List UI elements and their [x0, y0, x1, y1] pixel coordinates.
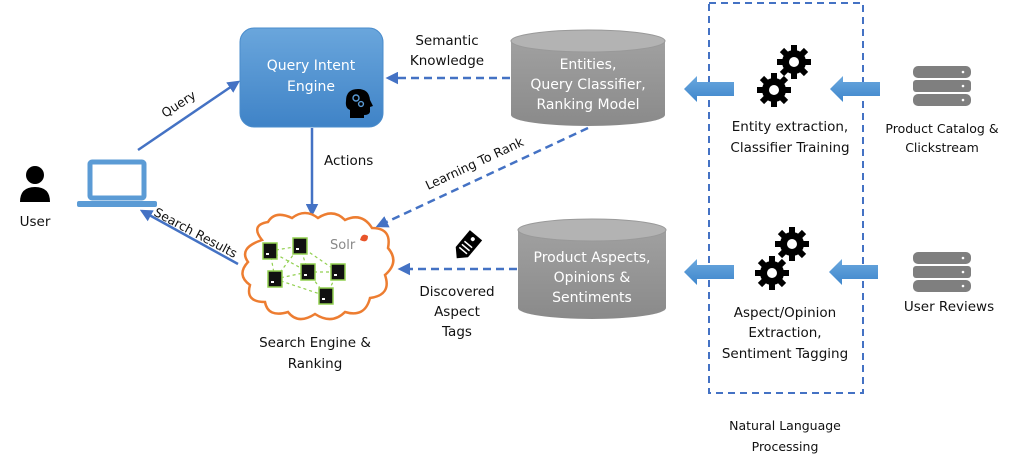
nlp-title-line1: Natural Language [729, 418, 841, 433]
models-datastore: Entities, Query Classifier, Ranking Mode… [510, 29, 666, 126]
aspects-datastore: Product Aspects, Opinions & Sentiments [517, 218, 667, 319]
database-icon [913, 66, 971, 106]
server-node [300, 263, 316, 281]
aspects-store-line2: Opinions & [554, 270, 631, 286]
query-intent-engine: Query Intent Engine [239, 27, 384, 128]
aspect-extraction-line3: Sentiment Tagging [722, 346, 848, 362]
nlp-title-line2: Processing [752, 439, 819, 454]
query-label: Query [158, 87, 199, 121]
search-results-label: Search Results [152, 204, 240, 260]
models-store-line2: Query Classifier, [530, 77, 645, 93]
tag-icon [455, 230, 483, 259]
user-reviews-label: User Reviews [904, 299, 994, 315]
user-icon [20, 166, 50, 202]
server-node [267, 270, 283, 288]
aspect-extraction-line2: Extraction, [748, 325, 821, 341]
query-arrow [137, 80, 241, 152]
entity-extraction-line2: Classifier Training [730, 140, 849, 156]
aspect-tags-label-line1: Discovered [419, 284, 494, 300]
aspect-tags-label-line3: Tags [441, 324, 472, 340]
laptop-icon [77, 159, 157, 207]
block-arrow-entity-to-models [684, 76, 734, 102]
learning-to-rank-arrow [375, 126, 589, 228]
actions-label: Actions [324, 153, 373, 169]
catalog-label-line1: Product Catalog & [885, 121, 998, 136]
server-node [292, 237, 308, 255]
aspect-extraction-line1: Aspect/Opinion [734, 305, 836, 321]
catalog-label-line2: Clickstream [905, 140, 979, 155]
block-arrow-reviews-to-aspect [829, 259, 878, 285]
server-node [330, 263, 346, 281]
models-store-line1: Entities, [560, 57, 617, 73]
search-engine-label-line2: Ranking [288, 356, 343, 372]
qie-title-line1: Query Intent [267, 58, 356, 74]
brain-gears-head-icon [345, 89, 373, 118]
database-icon [913, 252, 971, 292]
search-engine-cloud: Solr [241, 211, 395, 321]
nlp-container [708, 2, 864, 394]
aspects-store-line3: Sentiments [552, 290, 632, 306]
gears-icon [755, 227, 809, 290]
solr-logo: Solr [330, 238, 356, 253]
entity-extraction-line1: Entity extraction, [732, 119, 848, 135]
models-store-line3: Ranking Model [536, 97, 639, 113]
server-node [262, 242, 278, 260]
search-results-arrow [139, 209, 239, 266]
qie-title-line2: Engine [287, 79, 335, 95]
gears-icon [757, 45, 811, 107]
aspect-tags-label-line2: Aspect [434, 304, 480, 320]
block-arrow-catalog-to-entity [830, 76, 880, 102]
solr-sun-icon [360, 234, 368, 242]
search-engine-label-line1: Search Engine & [259, 335, 371, 351]
server-node [318, 287, 334, 305]
aspects-store-line1: Product Aspects, [534, 250, 651, 266]
semantic-label-line1: Semantic [415, 33, 478, 49]
block-arrow-aspect-to-store [684, 259, 734, 285]
user-label: User [20, 214, 51, 230]
semantic-label-line2: Knowledge [410, 53, 484, 69]
